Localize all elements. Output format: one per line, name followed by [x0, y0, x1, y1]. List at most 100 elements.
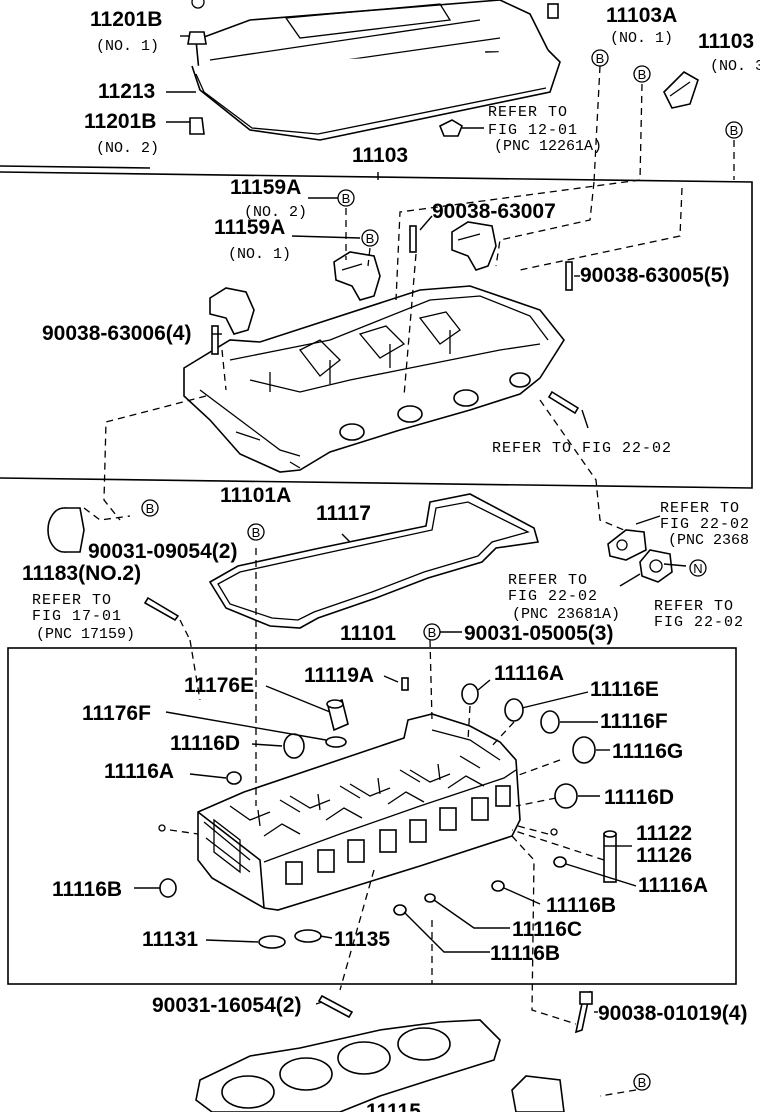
plug-11116B-bottom [393, 904, 407, 916]
label-90031-16054: 90031-16054(2) [152, 994, 301, 1017]
head-gasket-11115 [195, 1019, 501, 1112]
gasket-23681A [607, 529, 647, 561]
ref-17-01-line1: REFER TO [32, 592, 112, 609]
plug-11116D-right [554, 783, 578, 809]
label-11159A-no2-sub: (NO. 2) [244, 204, 307, 221]
label-90031-09054: 90031-09054(2) [88, 540, 237, 563]
label-90038-63005: 90038-63005(5) [580, 264, 729, 287]
clip-12261A [438, 119, 484, 137]
cylinder-head-drawing [197, 713, 521, 911]
water-plate-bottom [511, 1075, 565, 1112]
label-11122: 11122 [636, 822, 692, 845]
stud-90038-63005 [565, 261, 573, 291]
label-11201B-no1: 11201B [90, 8, 162, 31]
label-11183: 11183(NO.2) [22, 562, 141, 585]
label-11201B-no1-sub: (NO. 1) [96, 38, 159, 55]
cover-section-divider [0, 165, 151, 169]
grommet-11201B-no1 [180, 0, 207, 45]
grommet-11201B-no2 [189, 117, 205, 135]
ref-22-02-n-line1: REFER TO [654, 598, 734, 615]
circle-marker-n: N [689, 559, 707, 577]
stud-90038-63007 [409, 225, 417, 253]
label-11213: 11213 [98, 80, 155, 103]
label-11116C: 11116C [512, 918, 582, 941]
marker-b-text: B [428, 625, 437, 640]
ref-12-01-line1: REFER TO [488, 104, 568, 121]
stud-22-02 [547, 390, 580, 415]
cylinder-head-frame [7, 647, 737, 985]
plug-11116B-left [159, 878, 177, 898]
label-90031-05005: 90031-05005(3) [464, 622, 613, 645]
label-11101: 11101 [340, 622, 396, 645]
seal-11176F [325, 736, 347, 748]
stud-90038-63006 [211, 325, 219, 355]
ref-22-02-mid: REFER TO FIG 22-02 [492, 440, 672, 457]
ref-22-02-tr-line1: REFER TO [660, 500, 740, 517]
seal-11131 [258, 935, 286, 949]
marker-b-text: B [730, 123, 739, 138]
label-11116B-left: 11116B [52, 878, 122, 901]
label-11103A: 11103A [606, 4, 677, 27]
ref-17-01-line3: (PNC 17159) [36, 626, 135, 643]
label-11201B-no2-sub: (NO. 2) [96, 140, 159, 157]
label-11116F: 11116F [600, 710, 668, 733]
label-11116A-right: 11116A [638, 874, 708, 897]
label-11159A-no2: 11159A [230, 176, 301, 199]
label-11131: 11131 [142, 928, 198, 951]
label-11119A: 11119A [304, 664, 374, 687]
label-11126: 11126 [636, 844, 692, 867]
label-11103-no3-sub: (NO. 3 [710, 58, 760, 75]
plug-11116B-mid [491, 880, 505, 892]
bolt-90038-01019 [574, 990, 593, 1034]
label-11103-no3: 11103 [698, 30, 754, 53]
seal-11135 [294, 929, 322, 943]
label-90038-63007: 90038-63007 [432, 200, 556, 223]
circle-marker-b: B [337, 189, 355, 207]
label-11116A-top: 11116A [494, 662, 564, 685]
circle-marker-b: B [247, 523, 265, 541]
label-11201B-no2: 11201B [84, 110, 156, 133]
cam-housing-frame [0, 171, 753, 489]
ref-22-02-c-line2: FIG 22-02 [508, 588, 598, 605]
circle-marker-b: B [633, 1073, 651, 1091]
label-11103: 11103 [352, 144, 408, 167]
label-11116D-right: 11116D [604, 786, 674, 809]
leader-lines [83, 65, 735, 1097]
plug-11183 [47, 507, 85, 553]
circle-marker-b: B [361, 229, 379, 247]
ref-22-02-c-line3: (PNC 23681A) [512, 606, 620, 623]
label-11103A-sub: (NO. 1) [610, 30, 673, 47]
plug-11116A-right [553, 856, 567, 868]
marker-b-text: B [638, 67, 647, 82]
label-11116G: 11116G [612, 740, 683, 763]
label-90038-01019: 90038-01019(4) [598, 1002, 747, 1025]
marker-b-text: B [342, 191, 351, 206]
ref-12-01-line2: FIG 12-01 [488, 122, 578, 139]
plug-11116C [424, 893, 436, 903]
ref-17-01-line2: FIG 17-01 [32, 608, 122, 625]
label-11135: 11135 [334, 928, 390, 951]
circle-marker-b: B [633, 65, 651, 83]
label-11159A-no1: 11159A [214, 216, 285, 239]
plug-11116A-top [461, 683, 479, 705]
label-11116B-mid: 11116B [546, 894, 616, 917]
label-11176F: 11176F [82, 702, 151, 725]
marker-b-text: B [146, 501, 155, 516]
plug-11116A-left [226, 771, 242, 785]
plug-11116E [504, 698, 524, 722]
cap-11103A [663, 71, 699, 109]
circle-marker-b: B [591, 49, 609, 67]
guide-11176E [326, 698, 349, 732]
ref-22-02-n-line2: FIG 22-02 [654, 614, 744, 631]
marker-n-text: N [693, 561, 702, 576]
bearing-cap-11159A-no2 [451, 221, 497, 271]
label-11116A-left: 11116A [104, 760, 174, 783]
plug-11116D-left [283, 733, 305, 759]
bearing-cap-11159A-no1 [333, 251, 381, 301]
sleeve-11122 [603, 830, 617, 883]
label-11159A-no1-sub: (NO. 1) [228, 246, 291, 263]
marker-b-text: B [252, 525, 261, 540]
valve-cover-drawing [191, 0, 561, 141]
marker-b-text: B [638, 1075, 647, 1090]
